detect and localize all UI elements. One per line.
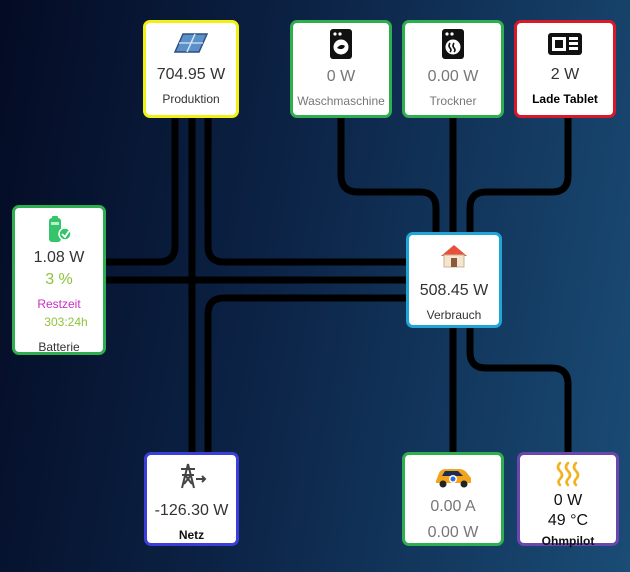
trockner-value: 0.00 W <box>427 68 479 85</box>
auto-power: 0.00 W <box>427 524 479 541</box>
tablet-icon <box>548 29 582 59</box>
batterie-percent: 3 % <box>45 271 73 288</box>
netz-label: Netz <box>178 528 205 542</box>
dryer-icon <box>442 29 464 59</box>
trockner-label: Trockner <box>429 94 477 108</box>
auto-current: 0.00 A <box>430 498 476 515</box>
waschmaschine-card[interactable]: 0 W Waschmaschine <box>290 20 392 118</box>
washing-machine-icon <box>330 29 352 59</box>
batterie-card[interactable]: 1.08 W 3 % Restzeit 303:24h Batterie <box>12 205 106 355</box>
ladetablet-value: 2 W <box>550 66 580 83</box>
waschmaschine-value: 0 W <box>326 68 356 85</box>
solar-panel-icon <box>173 29 209 59</box>
ohmpilot-label: Ohmpilot <box>541 534 595 548</box>
verbrauch-card[interactable]: 508.45 W Verbrauch <box>406 232 502 328</box>
verbrauch-value: 508.45 W <box>419 282 489 299</box>
batterie-restzeit: 303:24h <box>44 315 88 329</box>
ohmpilot-card[interactable]: 0 W 49 °C Ohmpilot <box>517 452 619 548</box>
netz-card[interactable]: -126.30 W Netz <box>144 452 239 546</box>
produktion-card[interactable]: 704.95 W Produktion <box>143 20 239 118</box>
batterie-label: Batterie <box>38 340 80 354</box>
ladetablet-label: Lade Tablet <box>532 92 598 106</box>
ohmpilot-temp: 49 °C <box>547 512 589 529</box>
produktion-label: Produktion <box>162 92 220 106</box>
battery-icon <box>45 216 73 244</box>
car-icon <box>433 461 473 491</box>
power-pylon-icon <box>177 461 207 491</box>
verbrauch-label: Verbrauch <box>426 308 482 322</box>
house-icon <box>440 241 468 271</box>
auto-card[interactable]: 0.00 A 0.00 W <box>402 452 504 546</box>
heating-icon <box>554 461 582 487</box>
ohmpilot-power: 0 W <box>553 492 583 509</box>
ladetablet-card[interactable]: 2 W Lade Tablet <box>514 20 616 118</box>
batterie-value: 1.08 W <box>33 249 85 266</box>
produktion-value: 704.95 W <box>156 66 226 83</box>
batterie-restzeit-label: Restzeit <box>37 297 81 311</box>
waschmaschine-label: Waschmaschine <box>297 94 385 108</box>
netz-value: -126.30 W <box>154 502 229 519</box>
trockner-card[interactable]: 0.00 W Trockner <box>402 20 504 118</box>
